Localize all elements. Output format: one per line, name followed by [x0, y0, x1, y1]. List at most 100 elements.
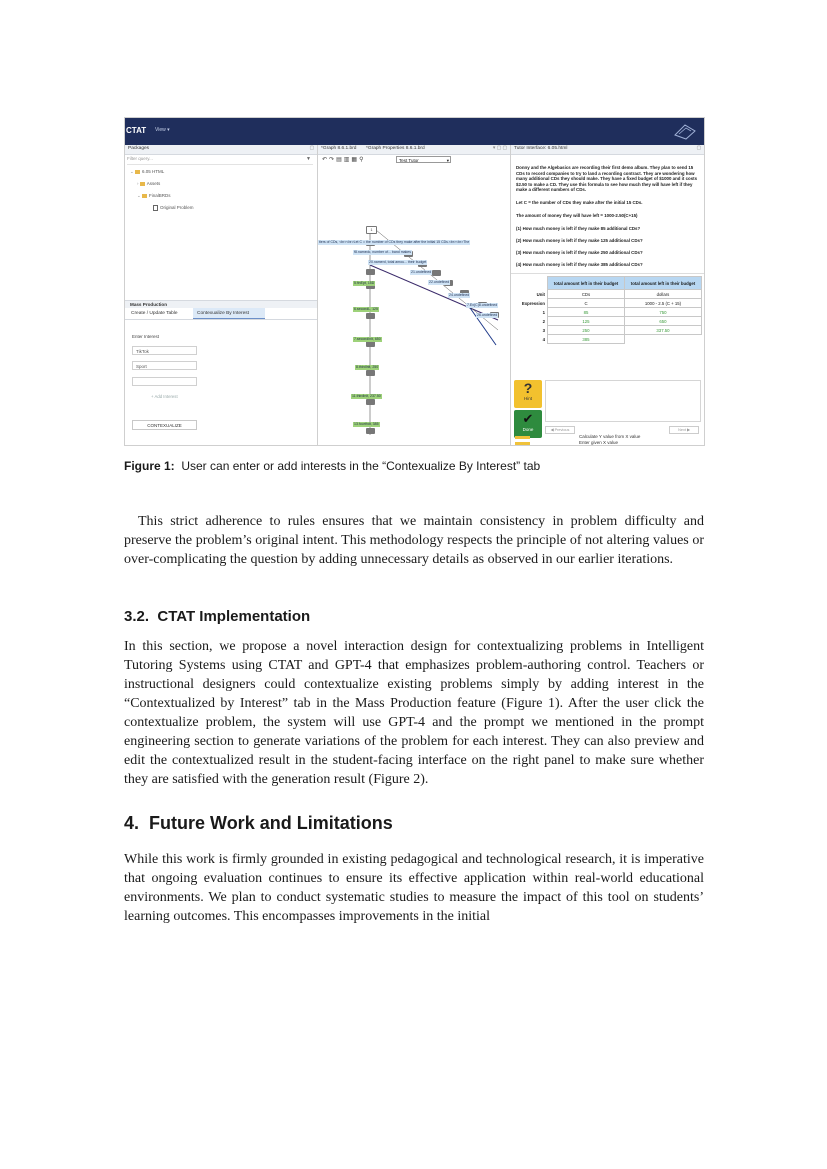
search-icon[interactable]: ⚲ — [359, 157, 366, 163]
edge-label[interactable]: 6.secondL, 125 — [353, 307, 379, 312]
graph-node[interactable] — [432, 270, 441, 276]
grid-icon[interactable]: ▦ — [351, 157, 360, 163]
question-2: (2) How much money is left if they make … — [516, 238, 643, 243]
edge-label[interactable]: 7.Ex(C)8.undefined — [466, 303, 499, 308]
university-seal-icon — [674, 124, 696, 140]
section-heading: 3.2. CTAT Implementation — [124, 608, 311, 625]
tree-item[interactable]: › Assets — [137, 181, 161, 186]
graph-node[interactable] — [366, 341, 375, 347]
folder-icon — [142, 193, 148, 198]
edge-label[interactable]: 5.finEpt, 15D — [353, 281, 376, 286]
graph-node[interactable] — [366, 399, 375, 405]
interest-input[interactable] — [132, 377, 197, 386]
tab-tutor-interface[interactable]: Tutor Interface: 6.05.html — [514, 146, 568, 151]
edge-label[interactable]: 26.undefined — [476, 313, 499, 318]
tutor-interface-panel: Tutor Interface: 6.05.html ▢ Donny and t… — [511, 145, 704, 445]
figure-caption-text: User can enter or add interests in the “… — [181, 459, 541, 473]
section-title: Mass Production — [130, 302, 168, 307]
app-logo: CTAT — [126, 126, 147, 135]
graph-toolbar: ↶↷▤▥▦⚲ — [322, 156, 365, 163]
graph-panel: *Graph 8.6.1.brd *Graph Properties 8.6.1… — [318, 145, 511, 445]
graph-node[interactable] — [366, 269, 375, 275]
table-header: total amount left in their budget — [547, 276, 625, 290]
behavior-graph-links — [369, 229, 499, 435]
delete-icon[interactable]: ▥ — [343, 157, 352, 163]
edge-label[interactable]: tiers of CDs, <br><br>Let C = the number… — [318, 240, 471, 245]
table-header: total amount left in their budget — [624, 276, 702, 290]
tutor-select[interactable]: Test Tutor▾ — [396, 156, 451, 163]
graph-node[interactable] — [366, 313, 375, 319]
edge-label[interactable]: 22.undefined — [428, 280, 451, 285]
next-button[interactable]: Next ▶ — [669, 426, 699, 434]
hint-message-box — [545, 380, 701, 422]
problem-variable: Let C = the number of CDs they make afte… — [516, 200, 643, 205]
figure-caption: Figure 1: User can enter or add interest… — [124, 459, 540, 473]
tree-item[interactable]: ⌄ FinalBRDs — [137, 193, 171, 198]
previous-button[interactable]: ◀ Previous — [545, 426, 575, 434]
tab-graph[interactable]: *Graph 8.6.1.brd — [321, 146, 357, 151]
done-button[interactable]: ✔ Done — [514, 410, 542, 438]
view-menu[interactable]: View ▾ — [155, 127, 170, 133]
question-1: (1) How much money is left if they make … — [516, 226, 641, 231]
edge-label[interactable]: 7.secondInit, 650 — [353, 337, 382, 342]
edge-label[interactable]: 11.thirdInit, 237.50 — [351, 394, 382, 399]
undo-icon[interactable]: ↶ — [322, 157, 330, 163]
paragraph: While this work is firmly grounded in ex… — [124, 852, 704, 924]
graph-node[interactable] — [366, 370, 375, 376]
edge-label[interactable]: 13.fourthdt, 385 — [353, 422, 380, 427]
question-3: (3) How much money is left if they make … — [516, 250, 643, 255]
add-interest-link[interactable]: + Add Interest — [151, 394, 178, 399]
filter-icon[interactable]: ▼ — [306, 156, 311, 162]
folder-icon — [135, 169, 141, 174]
edge-label[interactable]: 20.namerd, total amou... their budget — [368, 260, 428, 265]
tab-contextualize-by-interest[interactable]: Contexualize By Interest — [193, 308, 265, 319]
paragraph: In this section, we propose a novel inte… — [124, 639, 704, 787]
edge-label[interactable]: f8.namedc, number of... band makes — [353, 250, 413, 255]
maximize-icon[interactable]: ▢ — [696, 146, 701, 151]
figure-label: Figure 1: — [124, 459, 175, 473]
tab-graph-properties[interactable]: *Graph Properties 8.6.1.brd — [366, 146, 425, 151]
tree-item[interactable]: ⌄ 6.05 HTML — [130, 169, 165, 174]
question-4: (4) How much money is left if they make … — [516, 262, 643, 267]
chevron-down-icon: ▾ — [446, 158, 449, 163]
file-icon — [153, 205, 158, 211]
maximize-icon[interactable]: ▢ — [309, 146, 314, 151]
skill-label: Enter given X value — [579, 440, 619, 445]
filter-input[interactable]: Filter query... — [127, 156, 153, 161]
packages-panel: Packages ▢ Filter query... ▼ ⌄ 6.05 HTML… — [125, 145, 318, 445]
graph-node[interactable] — [366, 428, 375, 434]
tree-item[interactable]: Original Problem — [153, 205, 194, 211]
tab-create-update-table[interactable]: Create / Update Table — [131, 311, 178, 316]
edge-label[interactable]: 8.thirdInit, 250 — [355, 365, 380, 370]
graph-node-start[interactable]: 1 — [366, 226, 377, 234]
hint-button[interactable]: ? Hint — [514, 380, 542, 408]
enter-interest-label: Enter Interest — [132, 334, 160, 339]
edge-label[interactable]: 24.undefined — [448, 293, 471, 298]
checkmark-icon: ✔ — [522, 411, 534, 426]
problem-formula: The amount of money they will have left … — [516, 213, 638, 218]
skill-bar — [515, 442, 530, 445]
interest-input[interactable]: Sport — [132, 361, 197, 370]
interest-input[interactable]: TikTok — [132, 346, 197, 355]
skill-bar — [515, 436, 530, 439]
section-heading: 4. Future Work and Limitations — [124, 813, 393, 833]
problem-statement: Donny and the Algebasics are recording t… — [516, 165, 698, 193]
edge-label[interactable]: 21.undefined — [410, 270, 433, 275]
question-mark-icon: ? — [523, 380, 533, 396]
packages-tab[interactable]: Packages — [128, 146, 150, 151]
contextualize-button[interactable]: CONTEXUALIZE — [132, 420, 197, 430]
panel-controls-icon[interactable]: ▾ ▢ ▢ — [492, 146, 507, 151]
app-header: CTAT View ▾ — [125, 118, 704, 145]
skill-label: Calculate Y value from X value — [579, 434, 641, 439]
paragraph: This strict adherence to rules ensures t… — [124, 514, 704, 567]
graph-node[interactable] — [366, 283, 375, 289]
folder-icon — [139, 181, 145, 186]
redo-icon[interactable]: ↷ — [329, 157, 337, 163]
save-icon[interactable]: ▤ — [336, 157, 344, 163]
